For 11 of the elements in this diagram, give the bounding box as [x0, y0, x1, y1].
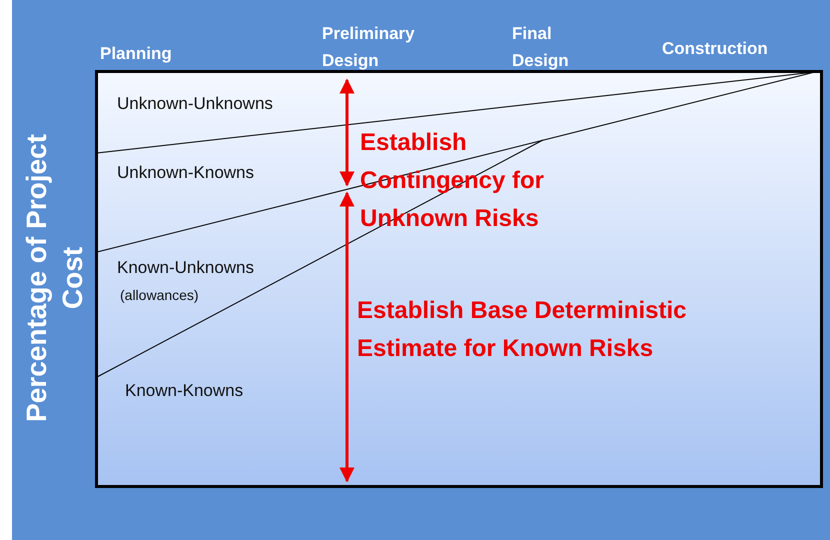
- region-label: Known-Unknowns: [117, 257, 254, 279]
- phase-label: Construction: [662, 38, 768, 60]
- region-label: Unknown-Unknowns: [117, 93, 273, 115]
- region-note: (allowances): [120, 286, 199, 304]
- axis-title: Percentage of Project Cost: [20, 133, 89, 424]
- region-label: Known-Knowns: [125, 380, 244, 402]
- phase-label: Planning: [100, 43, 172, 65]
- phase-label: Final Design: [512, 23, 570, 72]
- phase-label: Preliminary Design: [322, 23, 416, 72]
- annotation-text: Establish Base Deterministic Estimate for Known Risks: [357, 296, 688, 364]
- region-label: Unknown-Knowns: [117, 162, 254, 184]
